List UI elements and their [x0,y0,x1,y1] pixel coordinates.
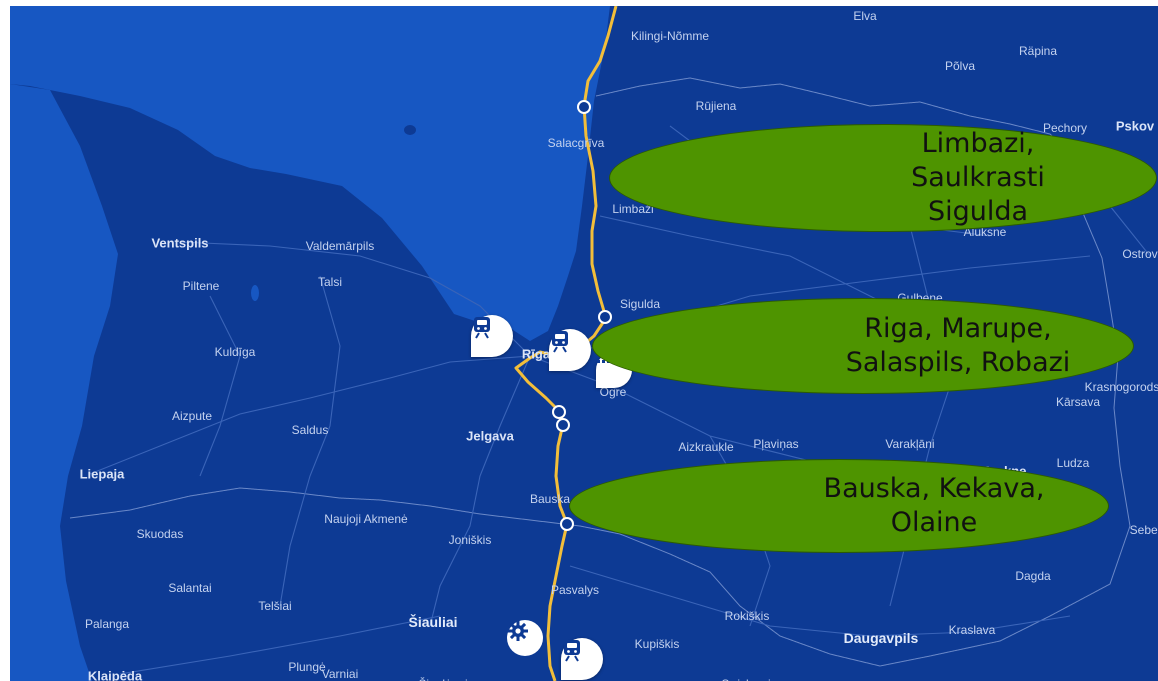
city-label: Daugavpils [843,630,919,646]
city-label: Sigulda [619,297,661,311]
gulf-of-riga [10,6,610,341]
callout-riga: Riga, Marupe, Salaspils, Robazi [592,298,1134,394]
city-label: Rokiškis [724,609,770,623]
callout-bauska-text: Bauska, Kekava, Olaine [823,473,1045,538]
callout-riga-text: Riga, Marupe, Salaspils, Robazi [845,313,1071,378]
city-label: Plungė [288,660,326,674]
lake [404,125,416,135]
city-label: Ventspils [151,235,209,251]
city-label: Bauska [529,492,571,506]
city-label: Rūjiena [695,99,737,113]
city-label: Jelgava [466,428,514,444]
city-label: Saldus [291,423,329,437]
city-label: Palanga [84,617,130,631]
city-label: Salacgrīva [547,136,605,150]
city-label: Piltene [182,279,220,293]
station-marker[interactable] [577,100,591,114]
railway-route [514,6,618,681]
callout-limbazi-text: Limbazi, Saulkrasti Sigulda [911,128,1045,227]
train-icon [474,317,490,339]
city-label: Aizpute [171,409,213,423]
city-label: Ostrov [1122,247,1158,261]
city-label: Limbaži [612,202,654,216]
callout-limbazi: Limbazi, Saulkrasti Sigulda [609,124,1157,232]
station-marker[interactable] [552,405,566,419]
city-label: Klaipėda [87,668,143,681]
baltic-sea [10,84,118,681]
city-label: Kraslava [948,623,996,637]
train-icon [552,331,568,353]
city-label: Sebezh [1129,523,1158,537]
city-label: Pasvalys [550,583,600,597]
city-label: Ogre [599,385,627,399]
city-label: Elva [853,9,877,23]
city-label: Liepaja [79,466,125,482]
city-label: Rīga [521,346,551,362]
station-marker[interactable] [556,418,570,432]
gear-icon [508,621,528,641]
city-label: Pļaviņas [753,437,799,451]
city-label: Joniškis [448,533,492,547]
city-label: Pskov [1115,118,1155,134]
lake [251,285,259,301]
callout-bauska: Bauska, Kekava, Olaine [569,459,1109,553]
country-border [69,77,1131,667]
train-icon [564,640,580,662]
city-label: Telšiai [258,599,292,613]
city-label: Aizkraukle [678,440,734,454]
city-label: Krasnogorodsk [1084,380,1158,394]
city-label: Svėdasai [721,677,770,681]
city-label: Ludza [1056,456,1090,470]
city-label: Kilingi-Nõmme [630,29,710,43]
city-label: Pechory [1042,121,1088,135]
city-label: Kupiškis [634,637,680,651]
city-label: Põlva [944,59,976,73]
city-label: Valdemārpils [305,239,375,253]
station-marker[interactable] [598,310,612,324]
city-label: Naujoji Akmenė [324,512,408,526]
gear-pin-panevezys[interactable] [507,620,543,656]
train-pin-riga-west[interactable] [471,315,513,357]
city-label: Šiaulėnai [418,677,467,681]
city-label: Dagda [1015,569,1051,583]
city-label: Varakļāni [885,437,935,451]
city-label: Kārsava [1055,395,1101,409]
map-base [10,6,1151,681]
city-label: Šiauliai [408,614,458,630]
city-label: Skuodas [136,527,184,541]
city-label: Talsi [317,275,343,289]
city-label: Räpina [1018,44,1058,58]
train-pin-riga-east[interactable] [549,329,591,371]
city-label: Salantai [168,581,212,595]
city-label: Varniai [321,667,359,681]
station-marker[interactable] [560,517,574,531]
city-label: Kuldīga [214,345,256,359]
train-pin-panevezys[interactable] [561,638,603,680]
